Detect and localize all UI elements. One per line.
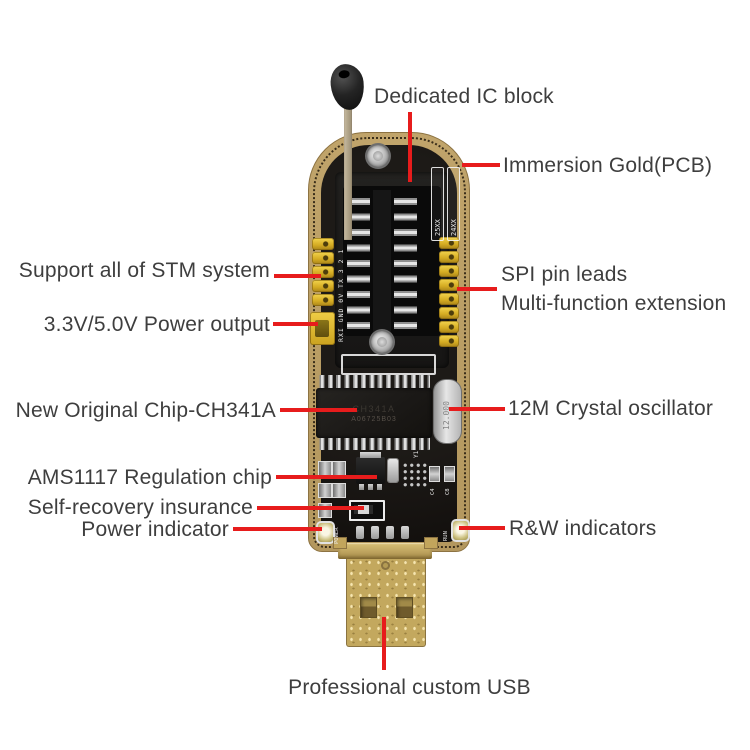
- smd-component: [332, 483, 346, 498]
- run-led: [451, 519, 470, 542]
- usb-connector: [346, 557, 426, 647]
- smd-component: [318, 461, 332, 476]
- ic-pins-top: [318, 375, 430, 388]
- eeprom-24xx-label: 24XX: [450, 219, 458, 236]
- line-spi-pin-leads: [457, 287, 497, 291]
- power-led-silkscreen: POWER: [334, 527, 340, 544]
- zif-socket-spine: [373, 190, 391, 332]
- crystal-marking: 12.000: [442, 401, 451, 430]
- dip8-silkscreen-outline: [341, 354, 436, 375]
- line-dedicated-ic: [408, 112, 412, 182]
- screw-bottom-center: [377, 337, 387, 347]
- header-pin: [439, 251, 459, 263]
- jumper-cap: [315, 320, 329, 337]
- usb-connector-hole: [381, 561, 390, 570]
- ams1117-regulator: [356, 452, 385, 490]
- label-rw-indicators: R&W indicators: [509, 517, 657, 540]
- header-pin: [312, 252, 334, 264]
- line-self-recovery: [257, 506, 364, 510]
- zif-contacts-left: [347, 195, 370, 335]
- crystal-ref-silkscreen: Y1: [413, 450, 420, 458]
- line-custom-usb: [382, 617, 386, 670]
- label-crystal-oscillator: 12M Crystal oscillator: [508, 397, 714, 420]
- left-header-silkscreen: RXI GND 0V TX 3 2 1: [337, 248, 345, 342]
- capacitor: [388, 459, 398, 482]
- label-power-indicator: Power indicator: [81, 518, 229, 541]
- zif-lever-shaft: [344, 102, 352, 240]
- line-rw-indicators: [459, 526, 505, 530]
- line-support-stm: [274, 274, 321, 278]
- screw-top-center: [373, 151, 383, 161]
- header-pin: [312, 238, 334, 250]
- usb-contact-window: [360, 597, 377, 618]
- header-pin: [439, 279, 459, 291]
- chip-marking-line2: A06725B03: [351, 415, 397, 423]
- label-ams1117: AMS1117 Regulation chip: [27, 466, 272, 489]
- zif-lever-hole: [338, 69, 351, 79]
- capacitor-c8: [444, 466, 455, 482]
- self-recovery-fuse: [349, 500, 385, 521]
- usb-solder-pad: [356, 526, 364, 539]
- header-pin: [439, 293, 459, 305]
- pin-header-right: [439, 237, 459, 349]
- ic-pins-bottom: [318, 437, 430, 450]
- c8-silkscreen: C8: [445, 488, 451, 495]
- flash-25xx-label: 25XX: [434, 219, 442, 236]
- line-power-indicator: [233, 527, 322, 531]
- flash-25xx-outline: 25XX: [431, 167, 444, 241]
- chip-marking-line1: CH341A: [352, 403, 396, 414]
- crystal-oscillator: 12.000: [433, 379, 462, 444]
- capacitor-c4: [429, 466, 440, 482]
- ch341a-chip: CH341A A06725B03: [316, 388, 432, 438]
- line-new-original-chip: [280, 408, 357, 412]
- usb-connector-flange: [338, 543, 432, 559]
- usb-solder-pad: [386, 526, 394, 539]
- pin-header-left: [312, 238, 334, 308]
- gold-anchor-pad: [333, 537, 347, 549]
- usb-contact-window: [396, 597, 413, 618]
- label-power-output: 3.3V/5.0V Power output: [43, 313, 270, 336]
- zif-contacts-right: [394, 195, 417, 335]
- smd-component: [332, 461, 346, 476]
- header-pin: [439, 335, 459, 347]
- ams1117-leg: [368, 484, 373, 490]
- gold-anchor-pad: [424, 537, 438, 549]
- line-power-output: [273, 322, 318, 326]
- label-new-original-chip: New Original Chip-CH341A: [15, 399, 276, 422]
- header-pin: [439, 307, 459, 319]
- eeprom-24xx-outline: 24XX: [447, 167, 460, 241]
- ams1117-leg: [377, 484, 382, 490]
- label-custom-usb: Professional custom USB: [288, 676, 531, 699]
- line-crystal: [449, 407, 505, 411]
- screw-top: [367, 145, 389, 167]
- header-pin: [439, 321, 459, 333]
- power-led: [316, 521, 335, 544]
- zif-lever-handle: [328, 62, 367, 112]
- label-spi-pin-leads: SPI pin leads Multi-function extension: [501, 263, 726, 316]
- label-spi-line1: SPI pin leads: [501, 263, 628, 286]
- header-pin: [312, 294, 334, 306]
- usb-solder-pad: [401, 526, 409, 539]
- label-spi-line2: Multi-function extension: [501, 292, 727, 315]
- resistor-pack-pads: [402, 462, 429, 488]
- label-support-stm: Support all of STM system: [18, 259, 270, 282]
- label-self-recovery: Self-recovery insurance: [27, 496, 253, 519]
- voltage-jumper-block: [310, 312, 335, 345]
- line-ams1117: [276, 475, 377, 479]
- header-pin: [439, 265, 459, 277]
- usb-solder-pad: [371, 526, 379, 539]
- screw-bottom: [371, 331, 393, 353]
- label-dedicated-ic-block: Dedicated IC block: [374, 85, 554, 108]
- header-pin: [312, 280, 334, 292]
- c4-silkscreen: C4: [430, 488, 436, 495]
- smd-component: [318, 483, 332, 498]
- ams1117-leg: [359, 484, 364, 490]
- label-immersion-gold: Immersion Gold(PCB): [503, 154, 713, 177]
- chip-outline-silkscreen: 25XX 24XX: [431, 167, 460, 241]
- run-led-silkscreen: RUN: [443, 531, 449, 541]
- ams1117-tab: [360, 452, 381, 458]
- line-immersion-gold: [462, 163, 500, 167]
